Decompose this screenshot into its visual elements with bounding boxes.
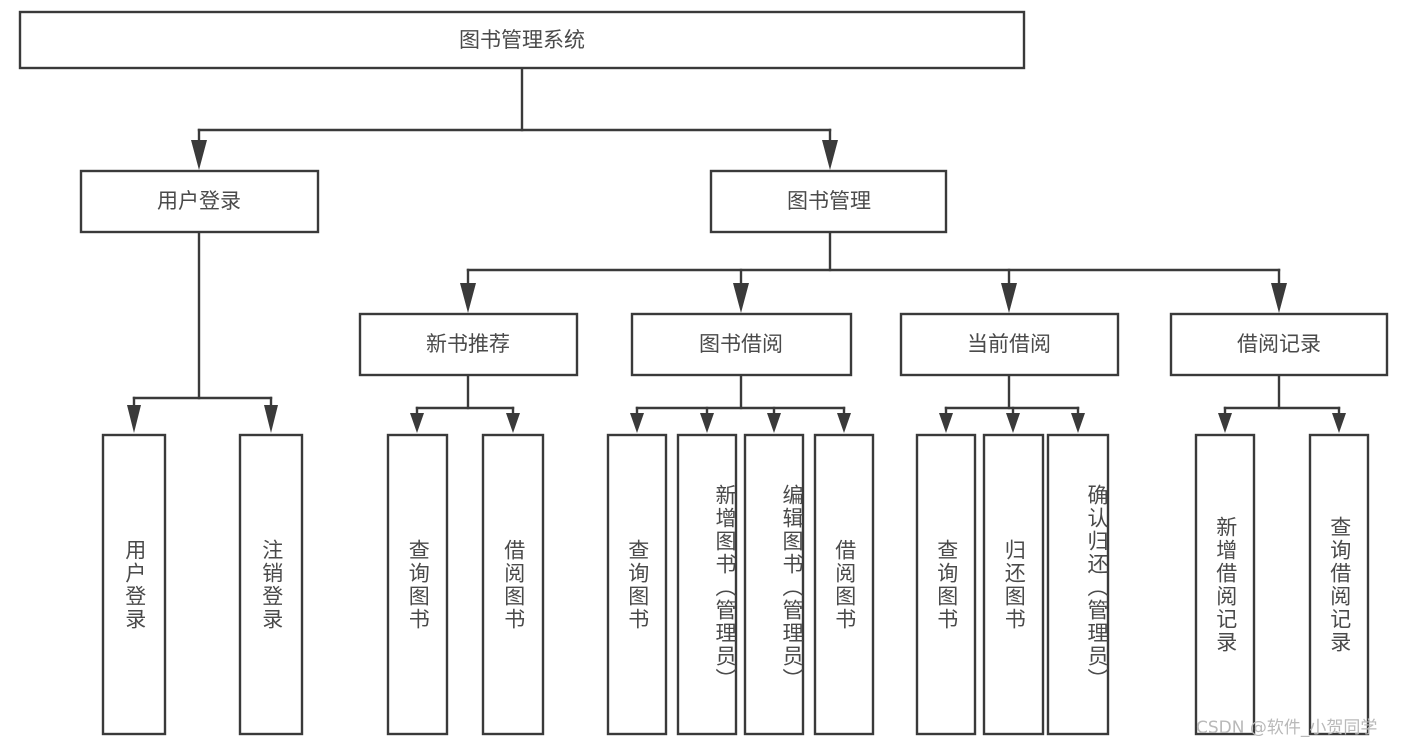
arrow-head-leaf-query-book-bb — [630, 413, 644, 433]
arrow-head-leaf-add-record — [1218, 413, 1232, 433]
node-book-borrow[interactable]: 图书借阅 — [630, 312, 853, 377]
node-leaf-add-record-box[interactable] — [1194, 433, 1256, 736]
node-book-borrow-box[interactable] — [630, 312, 853, 377]
node-new-book-recommend-box[interactable] — [358, 312, 579, 377]
node-leaf-return-book-box[interactable] — [982, 433, 1045, 736]
node-current-borrow-box[interactable] — [899, 312, 1120, 377]
arrow-head-leaf-edit-book — [767, 413, 781, 433]
arrow-head-leaf-borrow-book-rec — [506, 413, 520, 433]
arrow-head-book-management — [822, 140, 838, 170]
arrow-head-leaf-logout — [264, 405, 278, 433]
node-leaf-query-record-box[interactable] — [1308, 433, 1370, 736]
connector-layer — [127, 66, 1346, 433]
node-root[interactable]: 图书管理系统 — [18, 10, 1026, 70]
csdn-watermark: CSDN @软件_小贺同学 — [1196, 718, 1378, 738]
leaf-box-layer — [101, 433, 1370, 736]
node-leaf-confirm-return-box[interactable] — [1046, 433, 1110, 736]
arrow-head-leaf-borrow-book-bb — [837, 413, 851, 433]
node-user-login[interactable]: 用户登录 — [79, 169, 320, 234]
node-leaf-query-book-cb-box[interactable] — [915, 433, 977, 736]
arrow-head-leaf-user-login — [127, 405, 141, 433]
arrow-head-new-book-recommend — [460, 283, 476, 313]
node-leaf-query-book-bb-box[interactable] — [606, 433, 668, 736]
node-user-login-box[interactable] — [79, 169, 320, 234]
node-leaf-user-login-box[interactable] — [101, 433, 167, 736]
arrow-head-borrow-record — [1271, 283, 1287, 313]
arrow-head-book-borrow — [733, 283, 749, 313]
arrow-head-leaf-query-book-cb — [939, 413, 953, 433]
node-new-book-recommend[interactable]: 新书推荐 — [358, 312, 579, 377]
node-book-management-box[interactable] — [709, 169, 948, 234]
node-user-login-label: 用户登录 — [157, 189, 241, 213]
node-leaf-logout-box[interactable] — [238, 433, 304, 736]
node-leaf-borrow-book-rec-box[interactable] — [481, 433, 545, 736]
node-book-management-label: 图书管理 — [787, 189, 871, 213]
arrow-head-user-login — [191, 140, 207, 170]
arrow-head-current-borrow — [1001, 283, 1017, 313]
node-current-borrow[interactable]: 当前借阅 — [899, 312, 1120, 377]
arrow-head-leaf-return-book — [1006, 413, 1020, 433]
node-leaf-add-book-box[interactable] — [676, 433, 738, 736]
node-borrow-record-label: 借阅记录 — [1237, 332, 1321, 356]
node-leaf-edit-book-box[interactable] — [743, 433, 805, 736]
arrow-head-leaf-add-book — [700, 413, 714, 433]
node-borrow-record[interactable]: 借阅记录 — [1169, 312, 1389, 377]
node-borrow-record-box[interactable] — [1169, 312, 1389, 377]
node-new-book-recommend-label: 新书推荐 — [426, 332, 510, 356]
node-current-borrow-label: 当前借阅 — [967, 332, 1051, 356]
arrow-head-leaf-query-book-rec — [410, 413, 424, 433]
node-book-borrow-label: 图书借阅 — [699, 332, 783, 356]
arrow-head-leaf-query-record — [1332, 413, 1346, 433]
node-leaf-borrow-book-bb-box[interactable] — [813, 433, 875, 736]
node-book-management[interactable]: 图书管理 — [709, 169, 948, 234]
node-root-box[interactable] — [18, 10, 1026, 70]
node-root-label: 图书管理系统 — [459, 28, 585, 52]
node-leaf-query-book-rec-box[interactable] — [386, 433, 449, 736]
arrow-head-leaf-confirm-return — [1071, 413, 1085, 433]
